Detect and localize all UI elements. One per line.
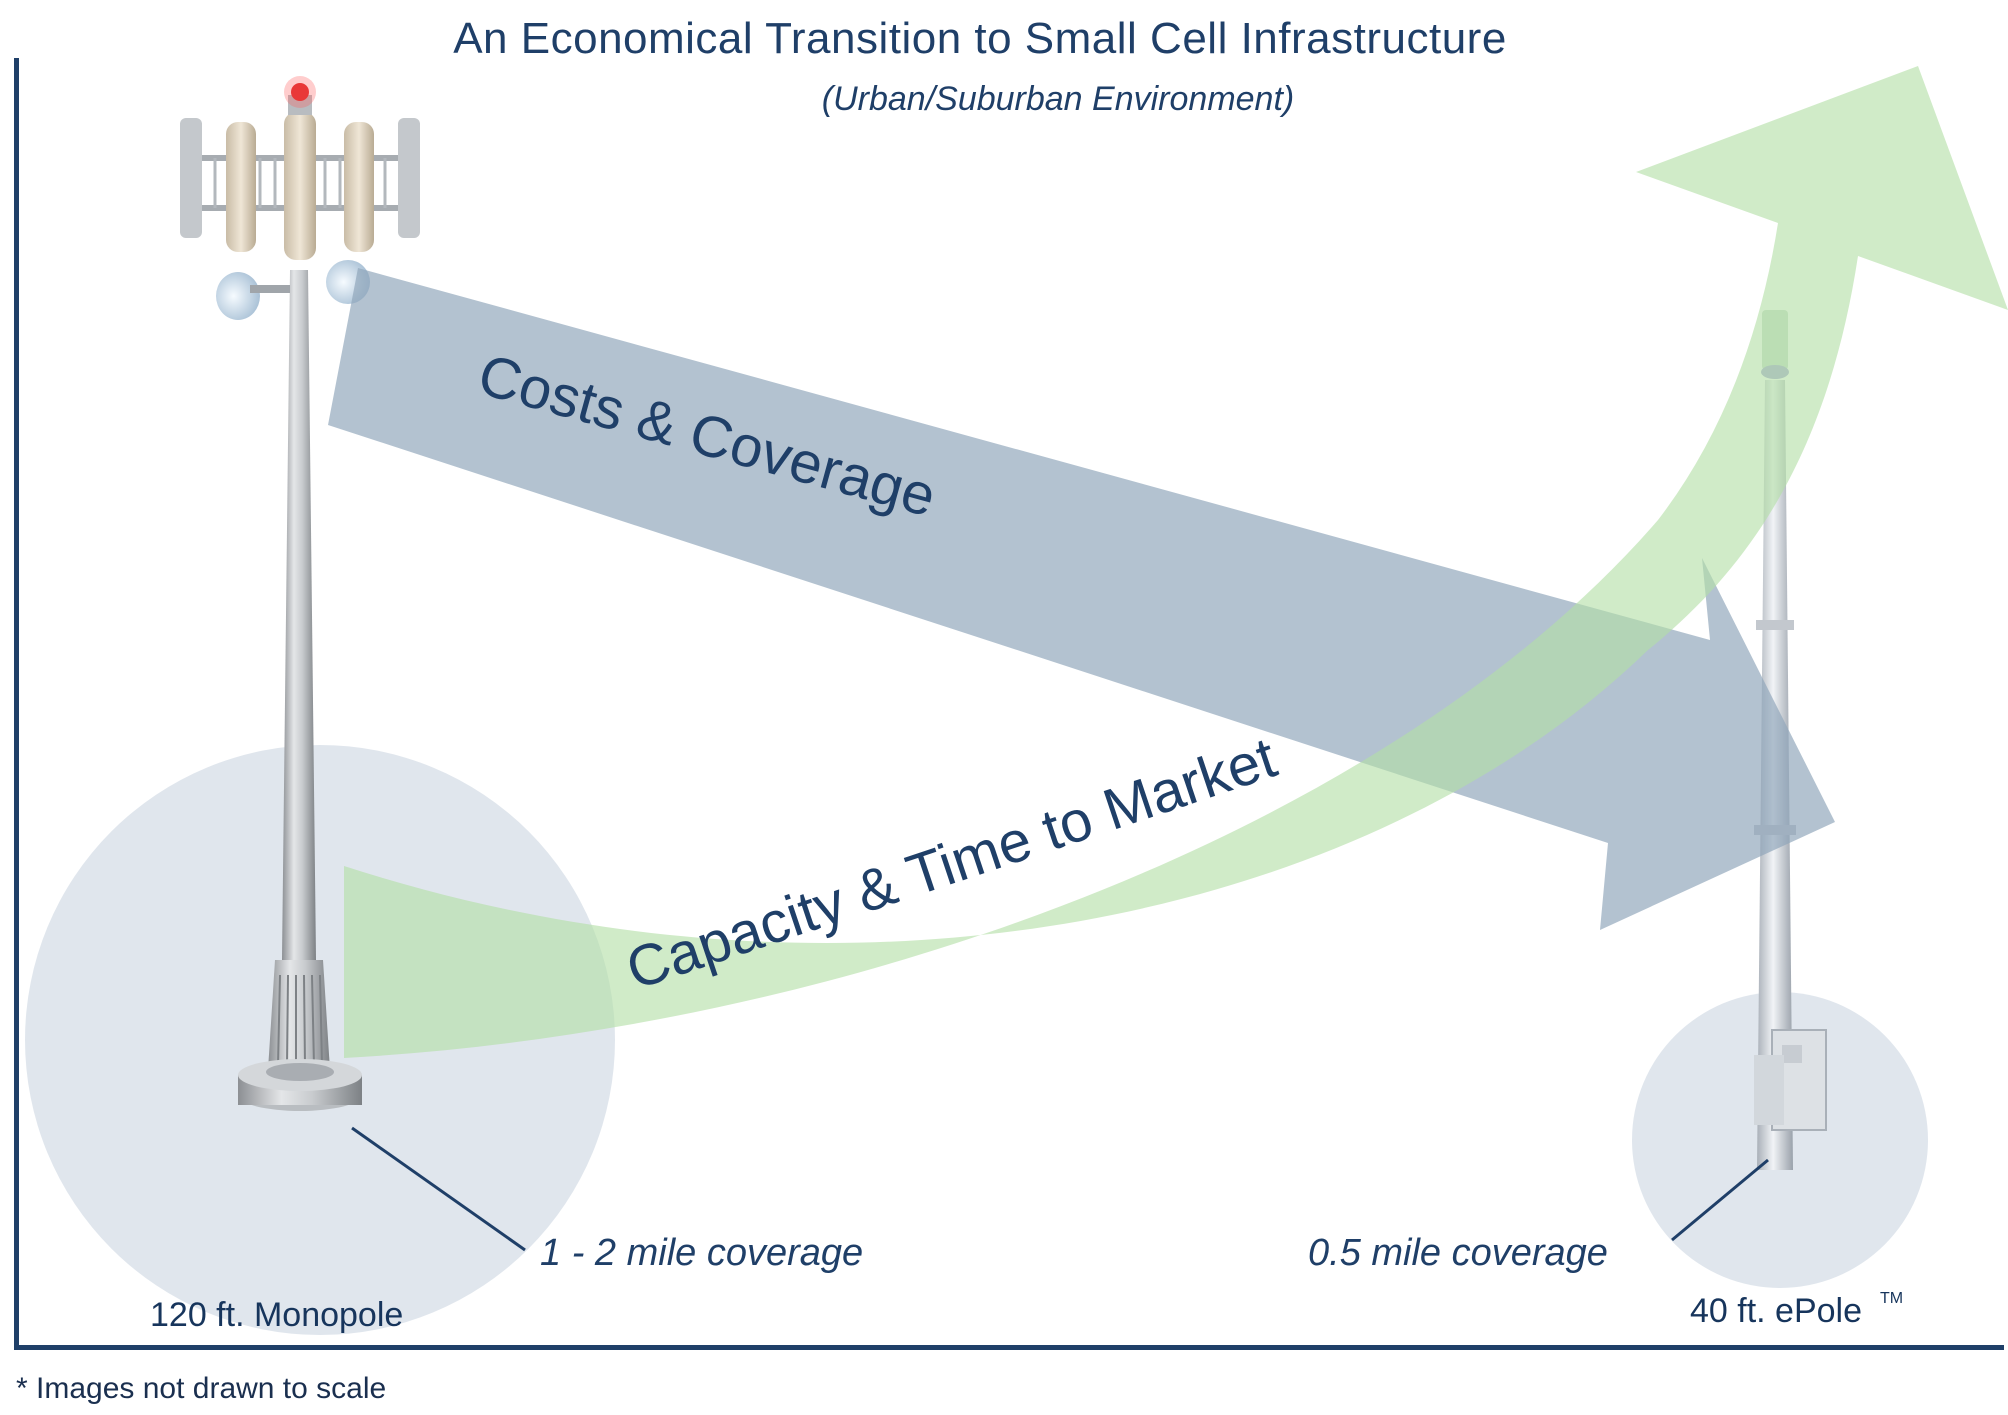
epole-label: 40 ft. ePole — [1690, 1292, 1863, 1330]
monopole-tower-icon — [180, 76, 420, 1111]
epole-coverage-text: 0.5 mile coverage — [1308, 1232, 1608, 1274]
y-axis-line — [14, 58, 19, 1350]
capacity-time-arrow — [344, 66, 2008, 1058]
monopole-label: 120 ft. Monopole — [150, 1296, 404, 1334]
x-axis-line — [14, 1345, 2004, 1350]
epole-trademark: TM — [1880, 1290, 1904, 1307]
page-subtitle: (Urban/Suburban Environment) — [821, 80, 1295, 118]
epole-leader-line — [1671, 1158, 1769, 1242]
footnote: * Images not drawn to scale — [16, 1372, 387, 1405]
monopole-coverage-text: 1 - 2 mile coverage — [540, 1232, 864, 1274]
monopole-leader-line — [351, 1126, 526, 1252]
page-title: An Economical Transition to Small Cell I… — [453, 14, 1507, 63]
